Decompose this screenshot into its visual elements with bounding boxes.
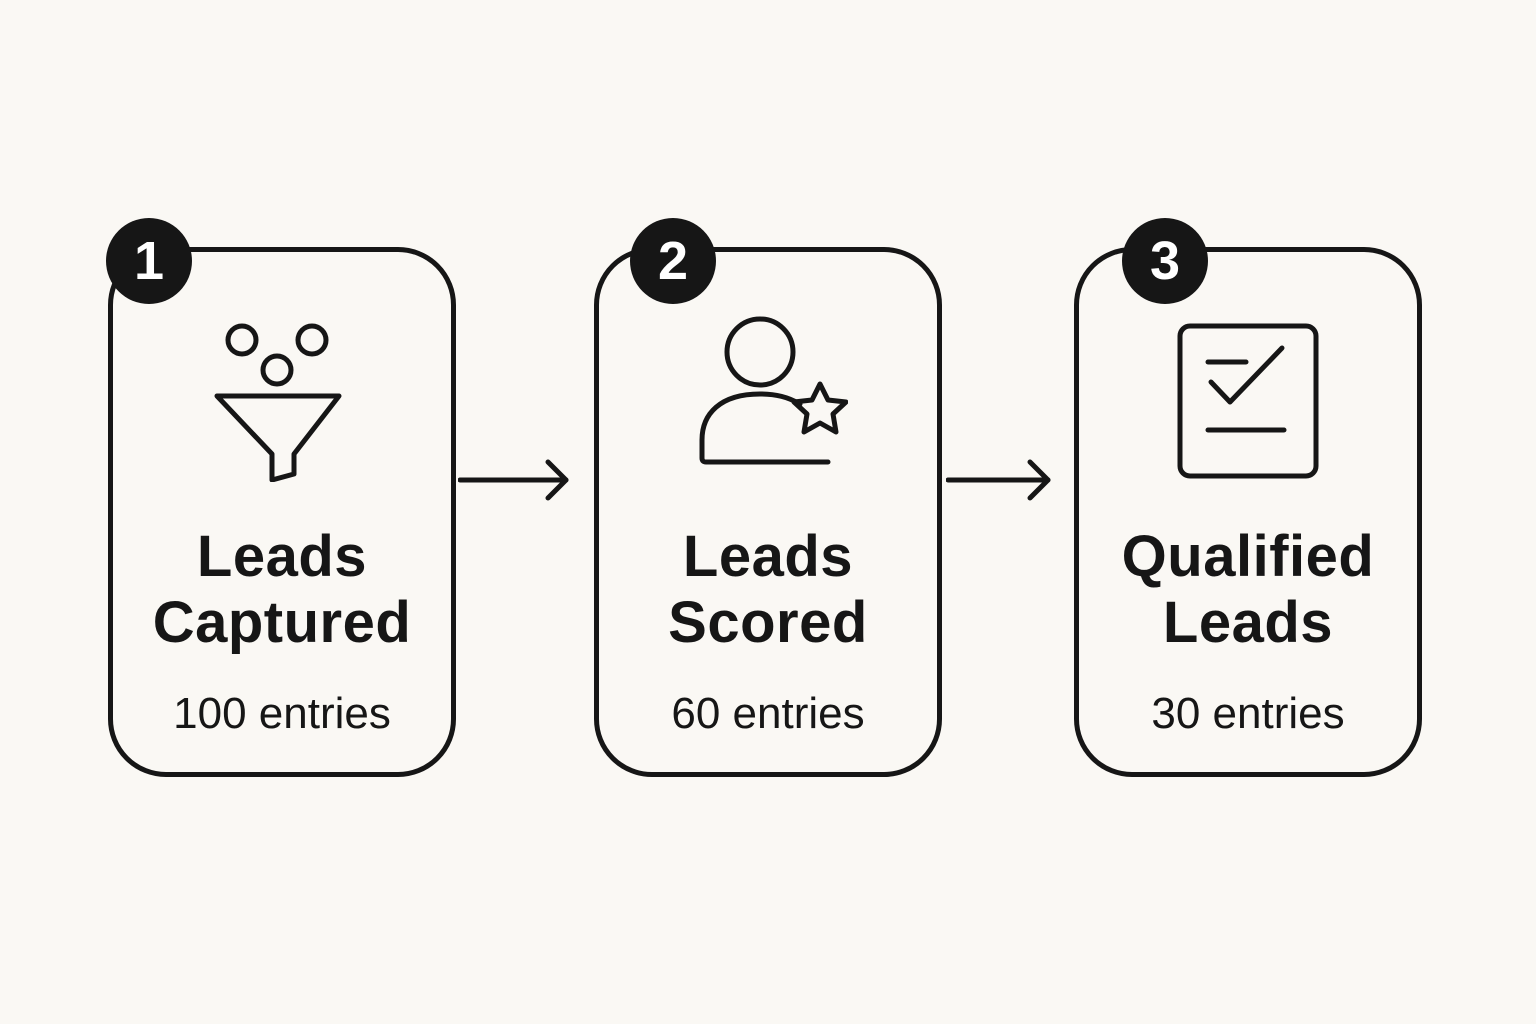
step-title: Qualified Leads	[1121, 524, 1375, 655]
arrow-right-icon	[946, 455, 1060, 505]
step-title: Leads Captured	[152, 524, 412, 655]
step-card-leads-captured: Leads Captured 100 entries	[108, 247, 456, 777]
step-number-badge: 2	[630, 218, 716, 304]
step-number-badge: 3	[1122, 218, 1208, 304]
step-number-badge: 1	[106, 218, 192, 304]
step-count: 60 entries	[671, 689, 865, 738]
arrow-right-icon	[458, 455, 578, 505]
checklist-icon	[1168, 312, 1328, 482]
user-star-icon	[688, 312, 848, 482]
step-count: 100 entries	[173, 689, 391, 738]
step-card-leads-scored: Leads Scored 60 entries	[594, 247, 942, 777]
funnel-icon	[202, 312, 362, 482]
step-count: 30 entries	[1151, 689, 1345, 738]
step-card-qualified-leads: Qualified Leads 30 entries	[1074, 247, 1422, 777]
step-title: Leads Scored	[668, 524, 868, 655]
